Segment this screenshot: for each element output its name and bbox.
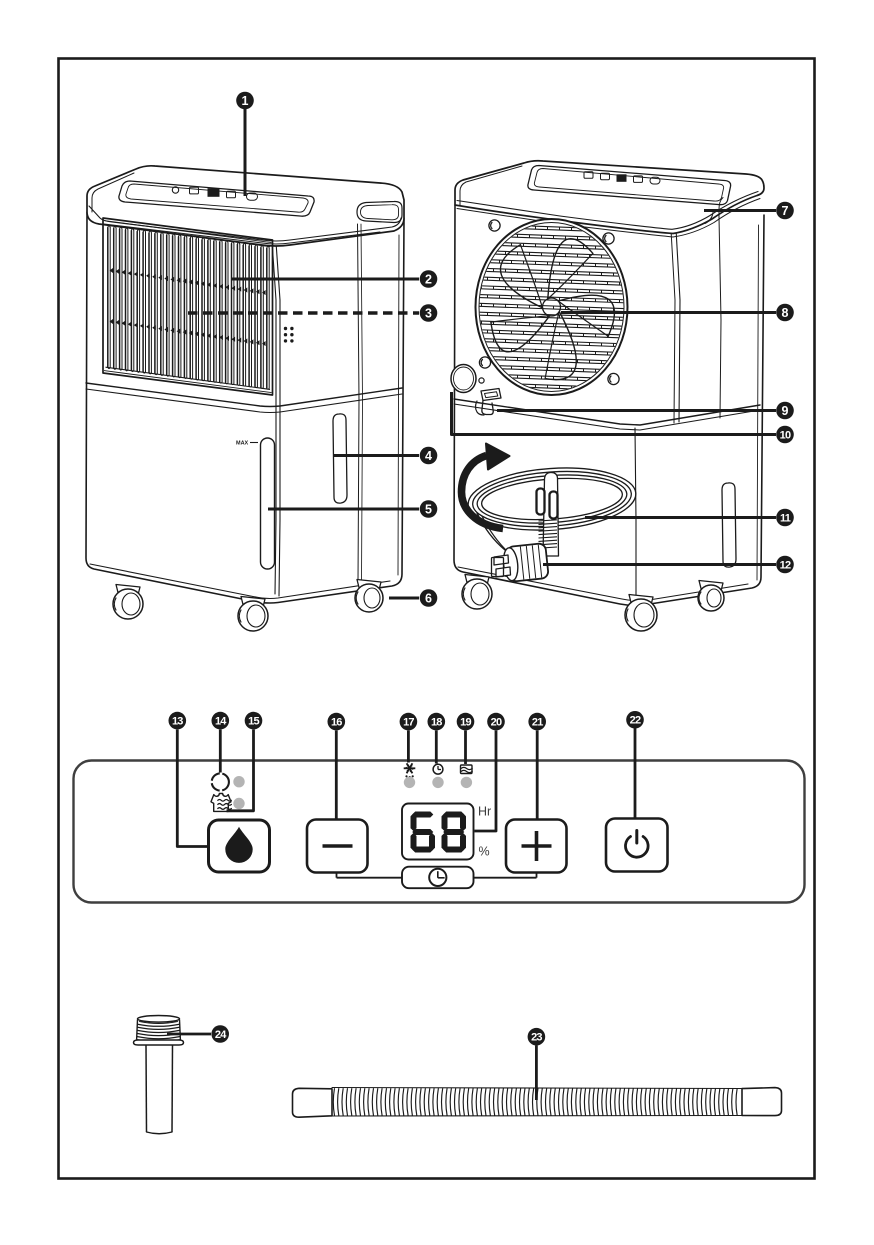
svg-text:7: 7 <box>782 204 789 218</box>
svg-text:14: 14 <box>215 715 227 727</box>
svg-text:24: 24 <box>215 1029 227 1041</box>
svg-text:Hr: Hr <box>478 805 491 819</box>
svg-text:11: 11 <box>780 512 791 524</box>
svg-text:4: 4 <box>425 449 432 463</box>
svg-text:16: 16 <box>331 716 342 728</box>
svg-text:10: 10 <box>780 429 791 441</box>
svg-text:3: 3 <box>425 307 432 321</box>
svg-text:20: 20 <box>491 716 502 728</box>
svg-text:9: 9 <box>782 404 789 418</box>
svg-text:17: 17 <box>403 716 414 728</box>
svg-text:MAX: MAX <box>236 441 249 447</box>
svg-text:23: 23 <box>531 1032 542 1044</box>
svg-text:13: 13 <box>172 715 183 727</box>
svg-text:2: 2 <box>425 273 432 287</box>
svg-text:5: 5 <box>425 503 432 517</box>
svg-text:19: 19 <box>460 716 471 728</box>
svg-text:12: 12 <box>780 559 791 571</box>
svg-text:1: 1 <box>242 94 249 108</box>
svg-text:8: 8 <box>782 306 789 320</box>
svg-text:21: 21 <box>532 716 543 728</box>
svg-text:18: 18 <box>431 716 442 728</box>
svg-text:6: 6 <box>425 592 432 606</box>
svg-text:15: 15 <box>248 715 259 727</box>
svg-text:22: 22 <box>630 715 641 727</box>
svg-text:%: % <box>479 845 490 859</box>
